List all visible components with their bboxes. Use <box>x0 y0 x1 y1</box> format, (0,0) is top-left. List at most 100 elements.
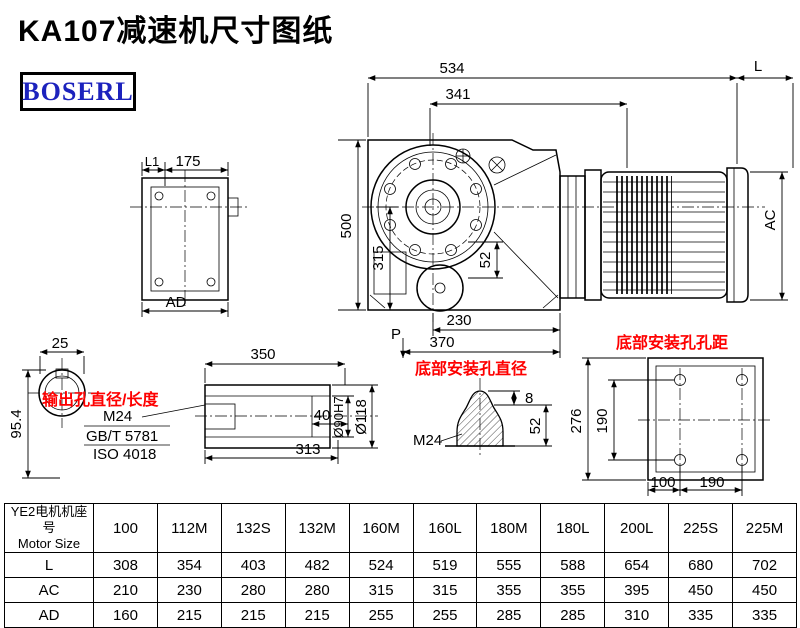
table-cell: 308 <box>93 552 158 578</box>
drawing-page: KA107减速机尺寸图纸 BOSERL <box>4 15 797 628</box>
dim-8: 8 <box>525 390 533 407</box>
dim-25: 25 <box>52 335 69 352</box>
page-title: KA107减速机尺寸图纸 <box>18 15 334 48</box>
table-cell: 450 <box>732 577 797 603</box>
dim-dia90h7: Ø90H7 <box>331 396 346 437</box>
row-label-ad: AD <box>4 602 94 628</box>
dim-230: 230 <box>446 312 471 329</box>
header-en: Motor Size <box>17 536 81 551</box>
table-cell: 335 <box>732 602 797 628</box>
table-cell: 280 <box>220 577 286 603</box>
annotation-bottom-hole-diameter: 底部安装孔直径 <box>415 361 528 378</box>
dim-l: L <box>754 58 762 75</box>
table-cell: 210 <box>93 577 158 603</box>
dim-534: 534 <box>439 60 464 77</box>
boserl-logo: BOSERL <box>20 72 136 111</box>
output-shaft-dims: 350 40 313 Ø90H7 Ø118 M24 GB/T 5781 ISO … <box>86 346 378 464</box>
table-header-cell: 132S <box>220 503 286 553</box>
dim-l1: L1 <box>145 154 159 169</box>
table-cell: 280 <box>284 577 350 603</box>
dim-p: P <box>391 326 401 343</box>
table-cell: 395 <box>604 577 670 603</box>
table-row-ac: AC 210 230 280 280 315 315 355 355 395 4… <box>4 577 797 603</box>
table-header-cell: 160L <box>412 503 478 553</box>
dim-500: 500 <box>338 213 355 238</box>
table-cell: 654 <box>604 552 670 578</box>
table-cell: 450 <box>668 577 734 603</box>
side-view <box>130 170 248 306</box>
table-cell: 255 <box>348 602 414 628</box>
label-m24-shaft: M24 <box>103 408 132 425</box>
table-cell: 215 <box>284 602 350 628</box>
row-label-l: L <box>4 552 94 578</box>
table-cell: 519 <box>412 552 478 578</box>
table-header-cell: 100 <box>93 503 158 553</box>
table-cell: 524 <box>348 552 414 578</box>
bottom-view <box>638 357 772 481</box>
table-cell: 285 <box>540 602 606 628</box>
table-header-row: YE2电机机座号 Motor Size 100 112M 132S 132M 1… <box>4 503 797 553</box>
table-cell: 285 <box>476 602 542 628</box>
bolt-view <box>440 378 515 458</box>
table-header-cell: 180L <box>540 503 606 553</box>
table-cell: 482 <box>284 552 350 578</box>
table-header-cell: 112M <box>156 503 222 553</box>
table-header-cell: 200L <box>604 503 670 553</box>
label-iso-4018: ISO 4018 <box>93 446 156 463</box>
annotation-output-hole: 输出孔直径/长度 <box>42 392 159 409</box>
motor-size-table: YE2电机机座号 Motor Size 100 112M 132S 132M 1… <box>4 503 797 628</box>
dim-100: 100 <box>650 474 675 491</box>
table-cell: 588 <box>540 552 606 578</box>
table-header-cell: 180M <box>476 503 542 553</box>
shaft-end-view <box>28 358 100 428</box>
table-cell: 355 <box>540 577 606 603</box>
table-cell: 315 <box>348 577 414 603</box>
table-header-cell: 160M <box>348 503 414 553</box>
dim-350: 350 <box>250 346 275 363</box>
table-cell: 310 <box>604 602 670 628</box>
table-row-l: L 308 354 403 482 524 519 555 588 654 68… <box>4 552 797 578</box>
table-header-cell: 132M <box>284 503 350 553</box>
table-cell: 215 <box>220 602 286 628</box>
dim-370: 370 <box>429 334 454 351</box>
dim-175: 175 <box>175 153 200 170</box>
table-cell: 335 <box>668 602 734 628</box>
table-cell: 215 <box>156 602 222 628</box>
side-view-dims: L1 175 AD <box>141 153 229 317</box>
dim-341: 341 <box>445 86 470 103</box>
dim-95-4: 95.4 <box>8 409 25 438</box>
dim-315: 315 <box>370 245 387 270</box>
main-view-dims: 534 L 341 500 315 52 230 370 P <box>338 58 794 358</box>
dim-dia118: Ø118 <box>353 399 370 435</box>
annotation-bottom-hole-spacing: 底部安装孔孔距 <box>616 335 729 352</box>
output-shaft-view <box>84 384 378 449</box>
dim-276: 276 <box>568 408 585 433</box>
table-header-cell: 225M <box>732 503 797 553</box>
main-view <box>362 133 765 322</box>
dim-313: 313 <box>295 441 320 458</box>
dim-52-main: 52 <box>477 252 494 269</box>
dim-ac: AC <box>762 209 779 230</box>
table-cell: 680 <box>668 552 734 578</box>
header-cn: YE2电机机座号 <box>10 504 88 535</box>
row-label-ac: AC <box>4 577 94 603</box>
boserl-logo-text: BOSERL <box>22 76 134 106</box>
table-cell: 160 <box>93 602 158 628</box>
table-cell: 355 <box>476 577 542 603</box>
dim-52-bolt: 52 <box>527 418 544 435</box>
table-cell: 315 <box>412 577 478 603</box>
table-cell: 555 <box>476 552 542 578</box>
table-header-motor-size: YE2电机机座号 Motor Size <box>4 503 94 553</box>
table-cell: 255 <box>412 602 478 628</box>
shaft-end-dims: 25 95.4 <box>8 335 85 479</box>
dim-190-vertical: 190 <box>594 408 611 433</box>
technical-drawing: L1 175 AD <box>8 58 794 496</box>
bolt-dims: 8 52 M24 <box>413 390 552 449</box>
dim-190-horizontal: 190 <box>699 474 724 491</box>
table-row-ad: AD 160 215 215 215 255 255 285 285 310 3… <box>4 602 797 628</box>
motor-view <box>559 167 749 303</box>
table-header-cell: 225S <box>668 503 734 553</box>
label-gbt-5781: GB/T 5781 <box>86 428 158 445</box>
dim-ad: AD <box>166 294 187 311</box>
label-m24-bolt: M24 <box>413 432 442 449</box>
